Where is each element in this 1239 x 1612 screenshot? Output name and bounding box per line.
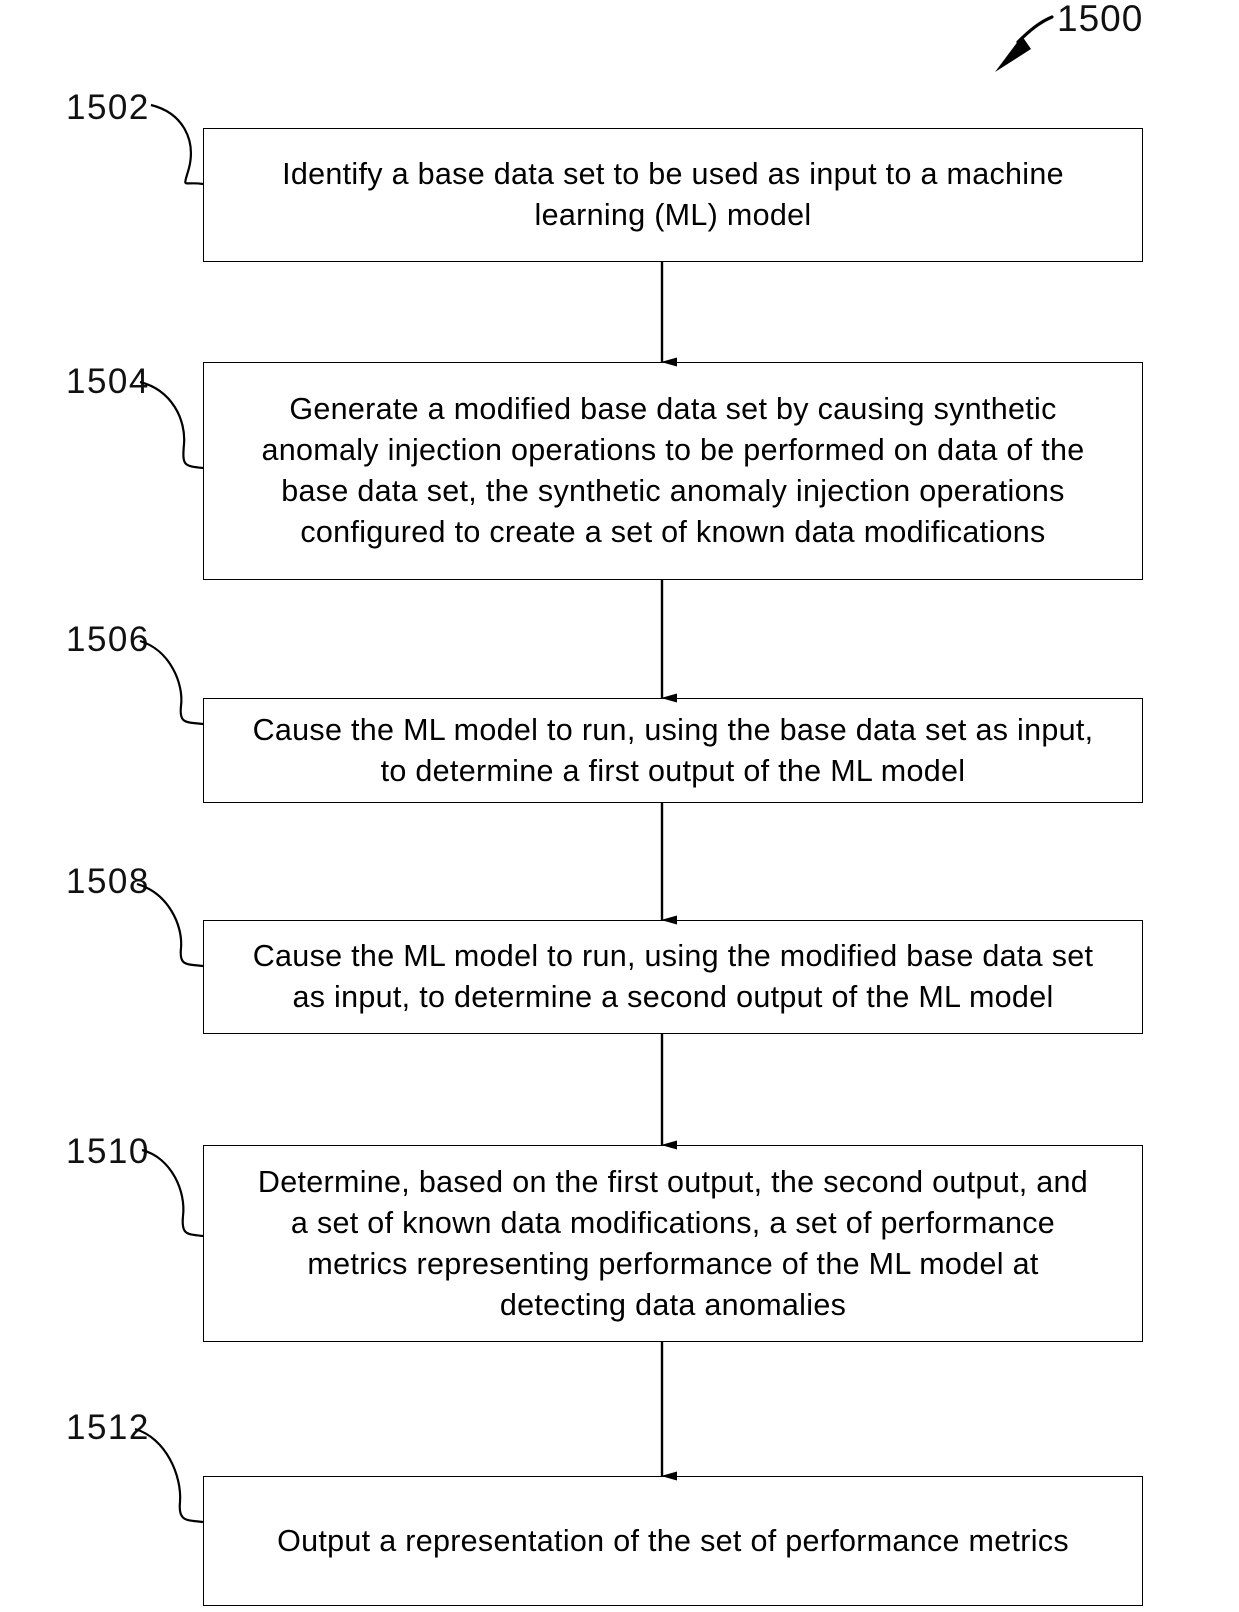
process-box-1508: Cause the ML model to run, using the mod… xyxy=(203,920,1143,1034)
step-reference-1510: 1510 xyxy=(66,1132,150,1171)
step-reference-1508: 1508 xyxy=(66,862,150,901)
leader-line-1510 xyxy=(141,1148,204,1238)
process-box-1506: Cause the ML model to run, using the bas… xyxy=(203,698,1143,803)
step-reference-1512: 1512 xyxy=(66,1408,150,1447)
process-box-1502-text: Identify a base data set to be used as i… xyxy=(282,157,1064,232)
process-box-1512: Output a representation of the set of pe… xyxy=(203,1476,1143,1606)
figure-pointer-arrow xyxy=(995,15,1054,72)
step-reference-1506: 1506 xyxy=(66,620,150,659)
process-box-1504-text: Generate a modified base data set by cau… xyxy=(261,392,1085,549)
process-box-1502: Identify a base data set to be used as i… xyxy=(203,128,1143,262)
step-reference-1504: 1504 xyxy=(66,362,150,401)
process-box-1508-text: Cause the ML model to run, using the mod… xyxy=(252,939,1094,1014)
process-box-1506-text: Cause the ML model to run, using the bas… xyxy=(252,712,1094,788)
process-box-1504: Generate a modified base data set by cau… xyxy=(203,362,1143,580)
process-box-1512-text: Output a representation of the set of pe… xyxy=(277,1523,1069,1558)
process-box-1510-text: Determine, based on the first output, th… xyxy=(257,1164,1089,1322)
process-box-1510: Determine, based on the first output, th… xyxy=(203,1145,1143,1342)
leader-line-1502 xyxy=(150,103,204,186)
figure-reference-number: 1500 xyxy=(1057,0,1144,39)
step-reference-1502: 1502 xyxy=(66,88,150,127)
